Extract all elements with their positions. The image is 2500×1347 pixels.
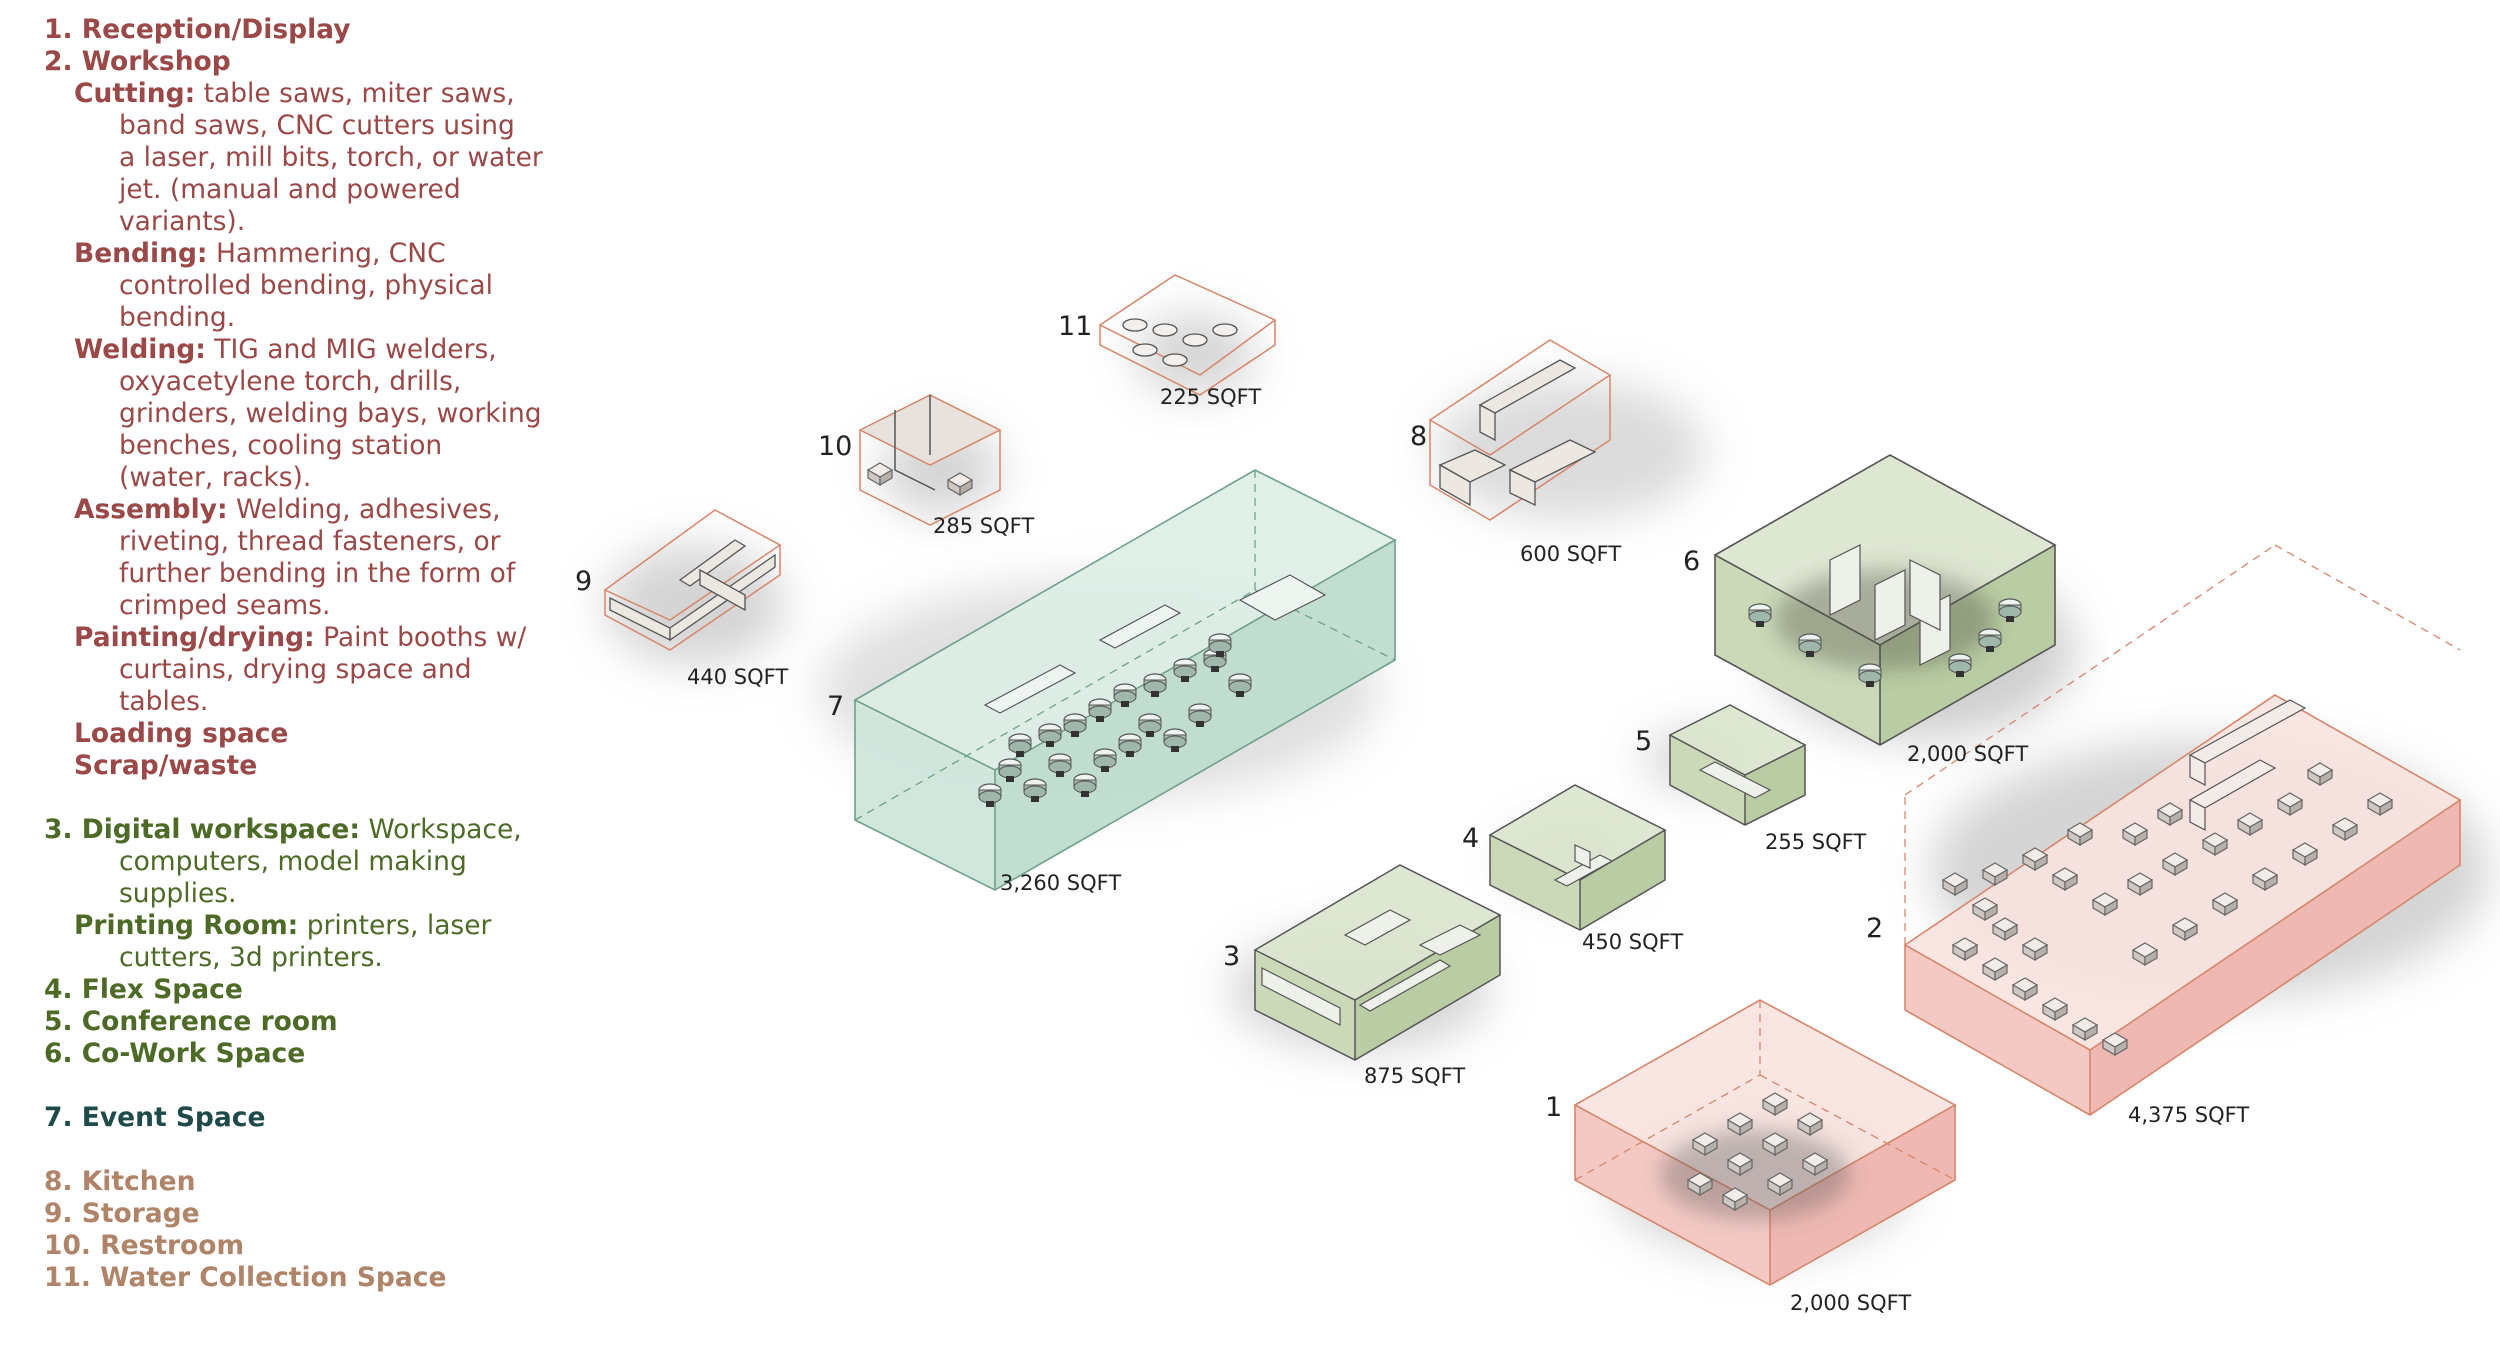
legend-cutting: Cutting: table saws, miter saws, <box>74 78 515 109</box>
legend-printing: Printing Room: printers, laser <box>74 910 492 941</box>
legend-welding-line: grinders, welding bays, working <box>119 398 542 429</box>
space-number-4: 4 <box>1462 823 1479 854</box>
space-number-5: 5 <box>1635 726 1652 757</box>
legend-flex: 4. Flex Space <box>44 974 243 1005</box>
space-number-6: 6 <box>1683 546 1700 577</box>
legend-cutting-line: jet. (manual and powered <box>119 174 461 205</box>
space-area-11: 225 SQFT <box>1160 385 1261 409</box>
space-number-7: 7 <box>827 691 844 722</box>
space-9-storage <box>603 509 782 651</box>
legend-cutting-line: a laser, mill bits, torch, or water <box>119 142 543 173</box>
legend-assembly-line: riveting, thread fasteners, or <box>119 526 501 557</box>
legend-painting: Painting/drying: Paint booths w/ <box>74 622 527 653</box>
space-number-labels: 1 2 3 4 5 6 7 8 9 10 11 <box>575 311 1883 1123</box>
program-legend: 1. Reception/Display 2. Workshop Cutting… <box>44 14 564 1294</box>
space-10-restroom <box>858 394 1002 526</box>
legend-welding-line: benches, cooling station <box>119 430 443 461</box>
legend-loading: Loading space <box>74 718 289 749</box>
legend-cutting-line: band saws, CNC cutters using <box>119 110 515 141</box>
legend-water: 11. Water Collection Space <box>44 1262 447 1293</box>
space-number-11: 11 <box>1058 311 1092 342</box>
space-number-8: 8 <box>1410 421 1427 452</box>
space-2-workshop <box>1903 544 2462 1116</box>
legend-event: 7. Event Space <box>44 1102 266 1133</box>
legend-welding-line: (water, racks). <box>119 462 312 493</box>
legend-cutting-line: variants). <box>119 206 246 237</box>
space-3-digital <box>1253 864 1502 1061</box>
space-number-3: 3 <box>1223 941 1240 972</box>
legend-digital-line: computers, model making <box>119 846 467 877</box>
space-1-reception <box>1573 999 1957 1286</box>
space-4-flex <box>1488 784 1667 931</box>
legend-cowork: 6. Co-Work Space <box>44 1038 306 1069</box>
space-area-5: 255 SQFT <box>1765 830 1866 854</box>
space-7-event <box>853 469 1397 891</box>
space-area-7: 3,260 SQFT <box>1000 871 1121 895</box>
space-area-labels: 2,000 SQFT 4,375 SQFT 875 SQFT 450 SQFT … <box>687 385 2249 1315</box>
legend-kitchen: 8. Kitchen <box>44 1166 196 1197</box>
legend-bending: Bending: Hammering, CNC <box>74 238 446 269</box>
space-area-10: 285 SQFT <box>933 514 1034 538</box>
space-area-1: 2,000 SQFT <box>1790 1291 1911 1315</box>
space-area-4: 450 SQFT <box>1582 930 1683 954</box>
space-area-6: 2,000 SQFT <box>1907 742 2028 766</box>
space-number-2: 2 <box>1866 913 1883 944</box>
legend-printing-line: cutters, 3d printers. <box>119 942 383 973</box>
legend-bending-line: controlled bending, physical <box>119 270 493 301</box>
space-number-9: 9 <box>575 566 592 597</box>
legend-digital: 3. Digital workspace: Workspace, <box>44 814 522 845</box>
space-area-2: 4,375 SQFT <box>2128 1103 2249 1127</box>
space-8-kitchen <box>1428 339 1612 521</box>
legend-painting-line: curtains, drying space and <box>119 654 472 685</box>
legend-workshop: 2. Workshop <box>44 46 231 77</box>
space-11-water-collection <box>1098 274 1277 396</box>
legend-bending-line: bending. <box>119 302 236 333</box>
legend-painting-line: tables. <box>119 686 209 717</box>
legend-digital-line: supplies. <box>119 878 237 909</box>
space-number-10: 10 <box>818 431 852 462</box>
legend-scrap: Scrap/waste <box>74 750 258 781</box>
legend-assembly: Assembly: Welding, adhesives, <box>74 494 501 525</box>
legend-assembly-line: crimped seams. <box>119 590 331 621</box>
space-area-3: 875 SQFT <box>1364 1064 1465 1088</box>
legend-storage: 9. Storage <box>44 1198 200 1229</box>
legend-welding-line: oxyacetylene torch, drills, <box>119 366 462 397</box>
space-area-9: 440 SQFT <box>687 665 788 689</box>
legend-restroom: 10. Restroom <box>44 1230 245 1261</box>
legend-conference: 5. Conference room <box>44 1006 338 1037</box>
space-area-8: 600 SQFT <box>1520 542 1621 566</box>
space-number-1: 1 <box>1545 1092 1562 1123</box>
legend-reception: 1. Reception/Display <box>44 14 351 45</box>
space-6-cowork <box>1713 454 2057 746</box>
legend-assembly-line: further bending in the form of <box>119 558 516 589</box>
space-5-conference <box>1668 704 1807 826</box>
legend-welding: Welding: TIG and MIG welders, <box>74 334 497 365</box>
